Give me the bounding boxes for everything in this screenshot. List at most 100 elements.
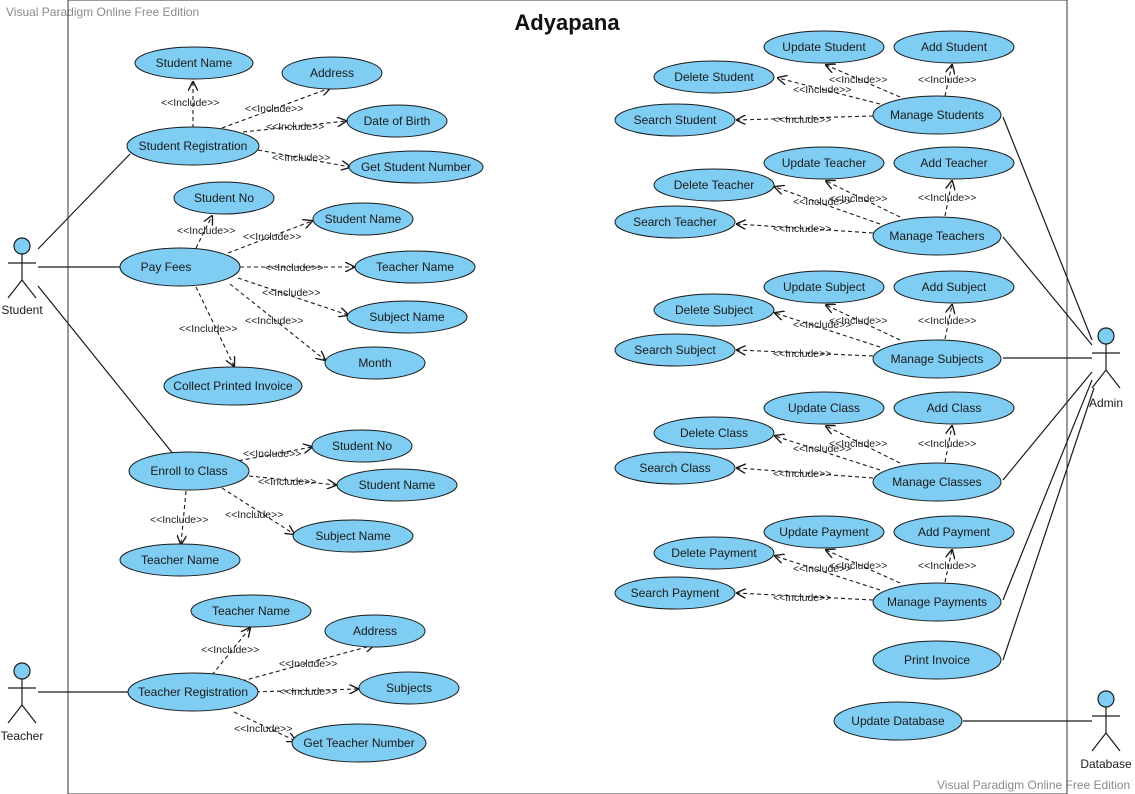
use-case-label: Get Student Number — [361, 160, 471, 174]
include-label: <<Include>> — [793, 563, 851, 575]
use-case-subject-name[interactable]: Subject Name — [292, 519, 414, 553]
include-label: <<Include>> — [829, 315, 887, 327]
use-case-label: Subject Name — [315, 529, 391, 543]
use-case-search-class[interactable]: Search Class — [614, 451, 736, 485]
include-label: <<Include>> — [918, 74, 976, 86]
system-title: Adyapana — [514, 10, 620, 35]
use-case-label: Delete Subject — [675, 303, 754, 317]
use-case-update-class[interactable]: Update Class — [763, 391, 885, 425]
use-case-collect-printed-invoice[interactable]: Collect Printed Invoice — [163, 366, 303, 406]
use-case-delete-payment[interactable]: Delete Payment — [653, 536, 775, 570]
use-case-student-name[interactable]: Student Name — [336, 468, 458, 502]
use-case-month[interactable]: Month — [324, 346, 426, 380]
use-case-label: Search Teacher — [633, 215, 717, 229]
use-case-label: Update Student — [782, 40, 866, 54]
use-case-delete-teacher[interactable]: Delete Teacher — [653, 168, 775, 202]
use-case-label: Teacher Name — [141, 553, 219, 567]
actor-head — [13, 662, 31, 680]
include-label: <<Include>> — [225, 509, 283, 521]
use-case-teacher-name[interactable]: Teacher Name — [190, 594, 312, 628]
include-label: <<Include>> — [272, 152, 330, 164]
include-label: <<Include>> — [243, 231, 301, 243]
use-case-update-payment[interactable]: Update Payment — [763, 515, 885, 549]
use-case-add-student[interactable]: Add Student — [893, 30, 1015, 64]
use-case-manage-teachers[interactable]: Manage Teachers — [872, 216, 1002, 256]
use-case-add-subject[interactable]: Add Subject — [893, 270, 1015, 304]
use-case-label: Teacher Name — [376, 260, 454, 274]
actor-student[interactable]: Student — [1, 237, 43, 317]
use-case-add-payment[interactable]: Add Payment — [893, 515, 1015, 549]
include-label: <<Include>> — [773, 223, 831, 235]
use-case-label: Delete Student — [674, 70, 754, 84]
use-case-label: Delete Payment — [671, 546, 757, 560]
use-case-print-invoice[interactable]: Print Invoice — [872, 640, 1002, 680]
use-case-label: Teacher Registration — [138, 685, 248, 699]
use-case-label: Add Student — [921, 40, 988, 54]
use-case-get-student-number[interactable]: Get Student Number — [348, 150, 484, 184]
include-label: <<Include>> — [773, 468, 831, 480]
use-case-update-subject[interactable]: Update Subject — [763, 270, 885, 304]
use-case-subjects[interactable]: Subjects — [358, 671, 460, 705]
include-label: <<Include>> — [918, 315, 976, 327]
use-case-address[interactable]: Address — [324, 614, 426, 648]
watermark-bottom: Visual Paradigm Online Free Edition — [937, 778, 1130, 792]
actor-database[interactable]: Database — [1080, 690, 1132, 771]
use-case-student-no[interactable]: Student No — [311, 429, 413, 463]
use-case-student-name[interactable]: Student Name — [312, 202, 414, 236]
use-case-label: Student Name — [359, 478, 436, 492]
use-case-label: Manage Subjects — [891, 352, 984, 366]
use-case-label: Manage Teachers — [889, 229, 984, 243]
use-case-label: Add Payment — [918, 525, 991, 539]
use-case-delete-subject[interactable]: Delete Subject — [653, 293, 775, 327]
use-case-address[interactable]: Address — [281, 56, 383, 90]
use-case-manage-payments[interactable]: Manage Payments — [872, 582, 1002, 622]
use-case-pay-fees[interactable]: Pay Fees — [119, 247, 241, 287]
use-case-add-teacher[interactable]: Add Teacher — [893, 146, 1015, 180]
use-case-label: Address — [353, 624, 397, 638]
use-case-label: Manage Payments — [887, 595, 987, 609]
use-case-search-student[interactable]: Search Student — [614, 103, 736, 137]
use-case-update-student[interactable]: Update Student — [763, 30, 885, 64]
use-case-search-teacher[interactable]: Search Teacher — [614, 205, 736, 239]
use-case-label: Update Class — [788, 401, 860, 415]
use-case-manage-subjects[interactable]: Manage Subjects — [872, 339, 1002, 379]
use-case-manage-students[interactable]: Manage Students — [872, 95, 1002, 135]
use-case-label: Add Class — [927, 401, 982, 415]
include-label: <<Include>> — [279, 686, 337, 698]
use-case-subject-name[interactable]: Subject Name — [346, 300, 468, 334]
actor-admin[interactable]: Admin — [1089, 327, 1123, 410]
use-case-teacher-name[interactable]: Teacher Name — [354, 250, 476, 284]
use-case-student-name[interactable]: Student Name — [134, 46, 254, 80]
include-label: <<Include>> — [234, 723, 292, 735]
use-case-label: Manage Classes — [892, 475, 981, 489]
use-case-update-teacher[interactable]: Update Teacher — [763, 146, 885, 180]
use-case-add-class[interactable]: Add Class — [893, 391, 1015, 425]
actor-teacher[interactable]: Teacher — [1, 662, 44, 743]
use-case-label: Collect Printed Invoice — [173, 379, 293, 393]
include-label: <<Include>> — [793, 443, 851, 455]
use-case-student-no[interactable]: Student No — [173, 181, 275, 215]
include-label: <<Include>> — [829, 560, 887, 572]
use-case-label: Delete Teacher — [674, 178, 755, 192]
use-case-label: Subject Name — [369, 310, 445, 324]
use-case-delete-student[interactable]: Delete Student — [653, 60, 775, 94]
use-case-manage-classes[interactable]: Manage Classes — [872, 462, 1002, 502]
use-case-search-payment[interactable]: Search Payment — [614, 576, 736, 610]
use-case-update-database[interactable]: Update Database — [833, 701, 963, 741]
associations — [37, 116, 1095, 722]
use-case-label: Add Subject — [922, 280, 987, 294]
use-case-teacher-name[interactable]: Teacher Name — [119, 543, 241, 577]
include-relations — [181, 65, 952, 741]
use-case-label: Search Student — [634, 113, 717, 127]
actor-student-label: Student — [1, 303, 43, 317]
use-case-teacher-registration[interactable]: Teacher Registration — [127, 672, 259, 712]
use-case-search-subject[interactable]: Search Subject — [614, 333, 736, 367]
include-label: <<Include>> — [773, 592, 831, 604]
use-case-label: Student Name — [156, 56, 233, 70]
use-case-date-of-birth[interactable]: Date of Birth — [346, 104, 448, 138]
use-case-delete-class[interactable]: Delete Class — [653, 416, 775, 450]
use-case-get-teacher-number[interactable]: Get Teacher Number — [291, 723, 427, 763]
use-case-enroll-to-class[interactable]: Enroll to Class — [128, 451, 250, 491]
use-case-student-registration[interactable]: Student Registration — [126, 126, 260, 166]
use-case-label: Delete Class — [680, 426, 748, 440]
